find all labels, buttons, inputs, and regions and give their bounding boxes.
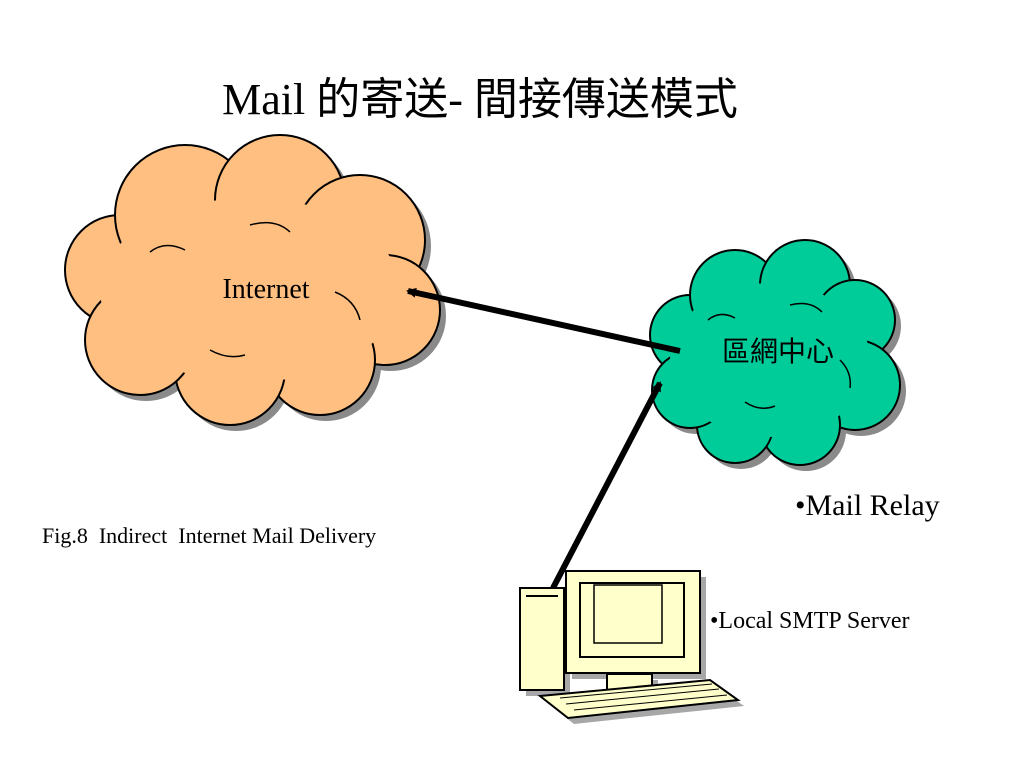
server-to-relay-arrow	[550, 381, 663, 590]
relay-to-internet-arrow	[406, 287, 681, 354]
internet-label: Internet	[222, 274, 309, 305]
regional-center-label: 區網中心	[722, 336, 834, 368]
regional-center-cloud-icon	[649, 239, 906, 471]
computer-icon	[519, 570, 744, 724]
internet-cloud-icon	[64, 134, 446, 431]
mail-relay-label: •Mail Relay	[795, 489, 940, 522]
figure-caption: Fig.8 Indirect Internet Mail Delivery	[42, 523, 377, 548]
slide-title: Mail 的寄送- 間接傳送模式	[222, 75, 738, 124]
local-smtp-server-label: •Local SMTP Server	[710, 608, 910, 634]
